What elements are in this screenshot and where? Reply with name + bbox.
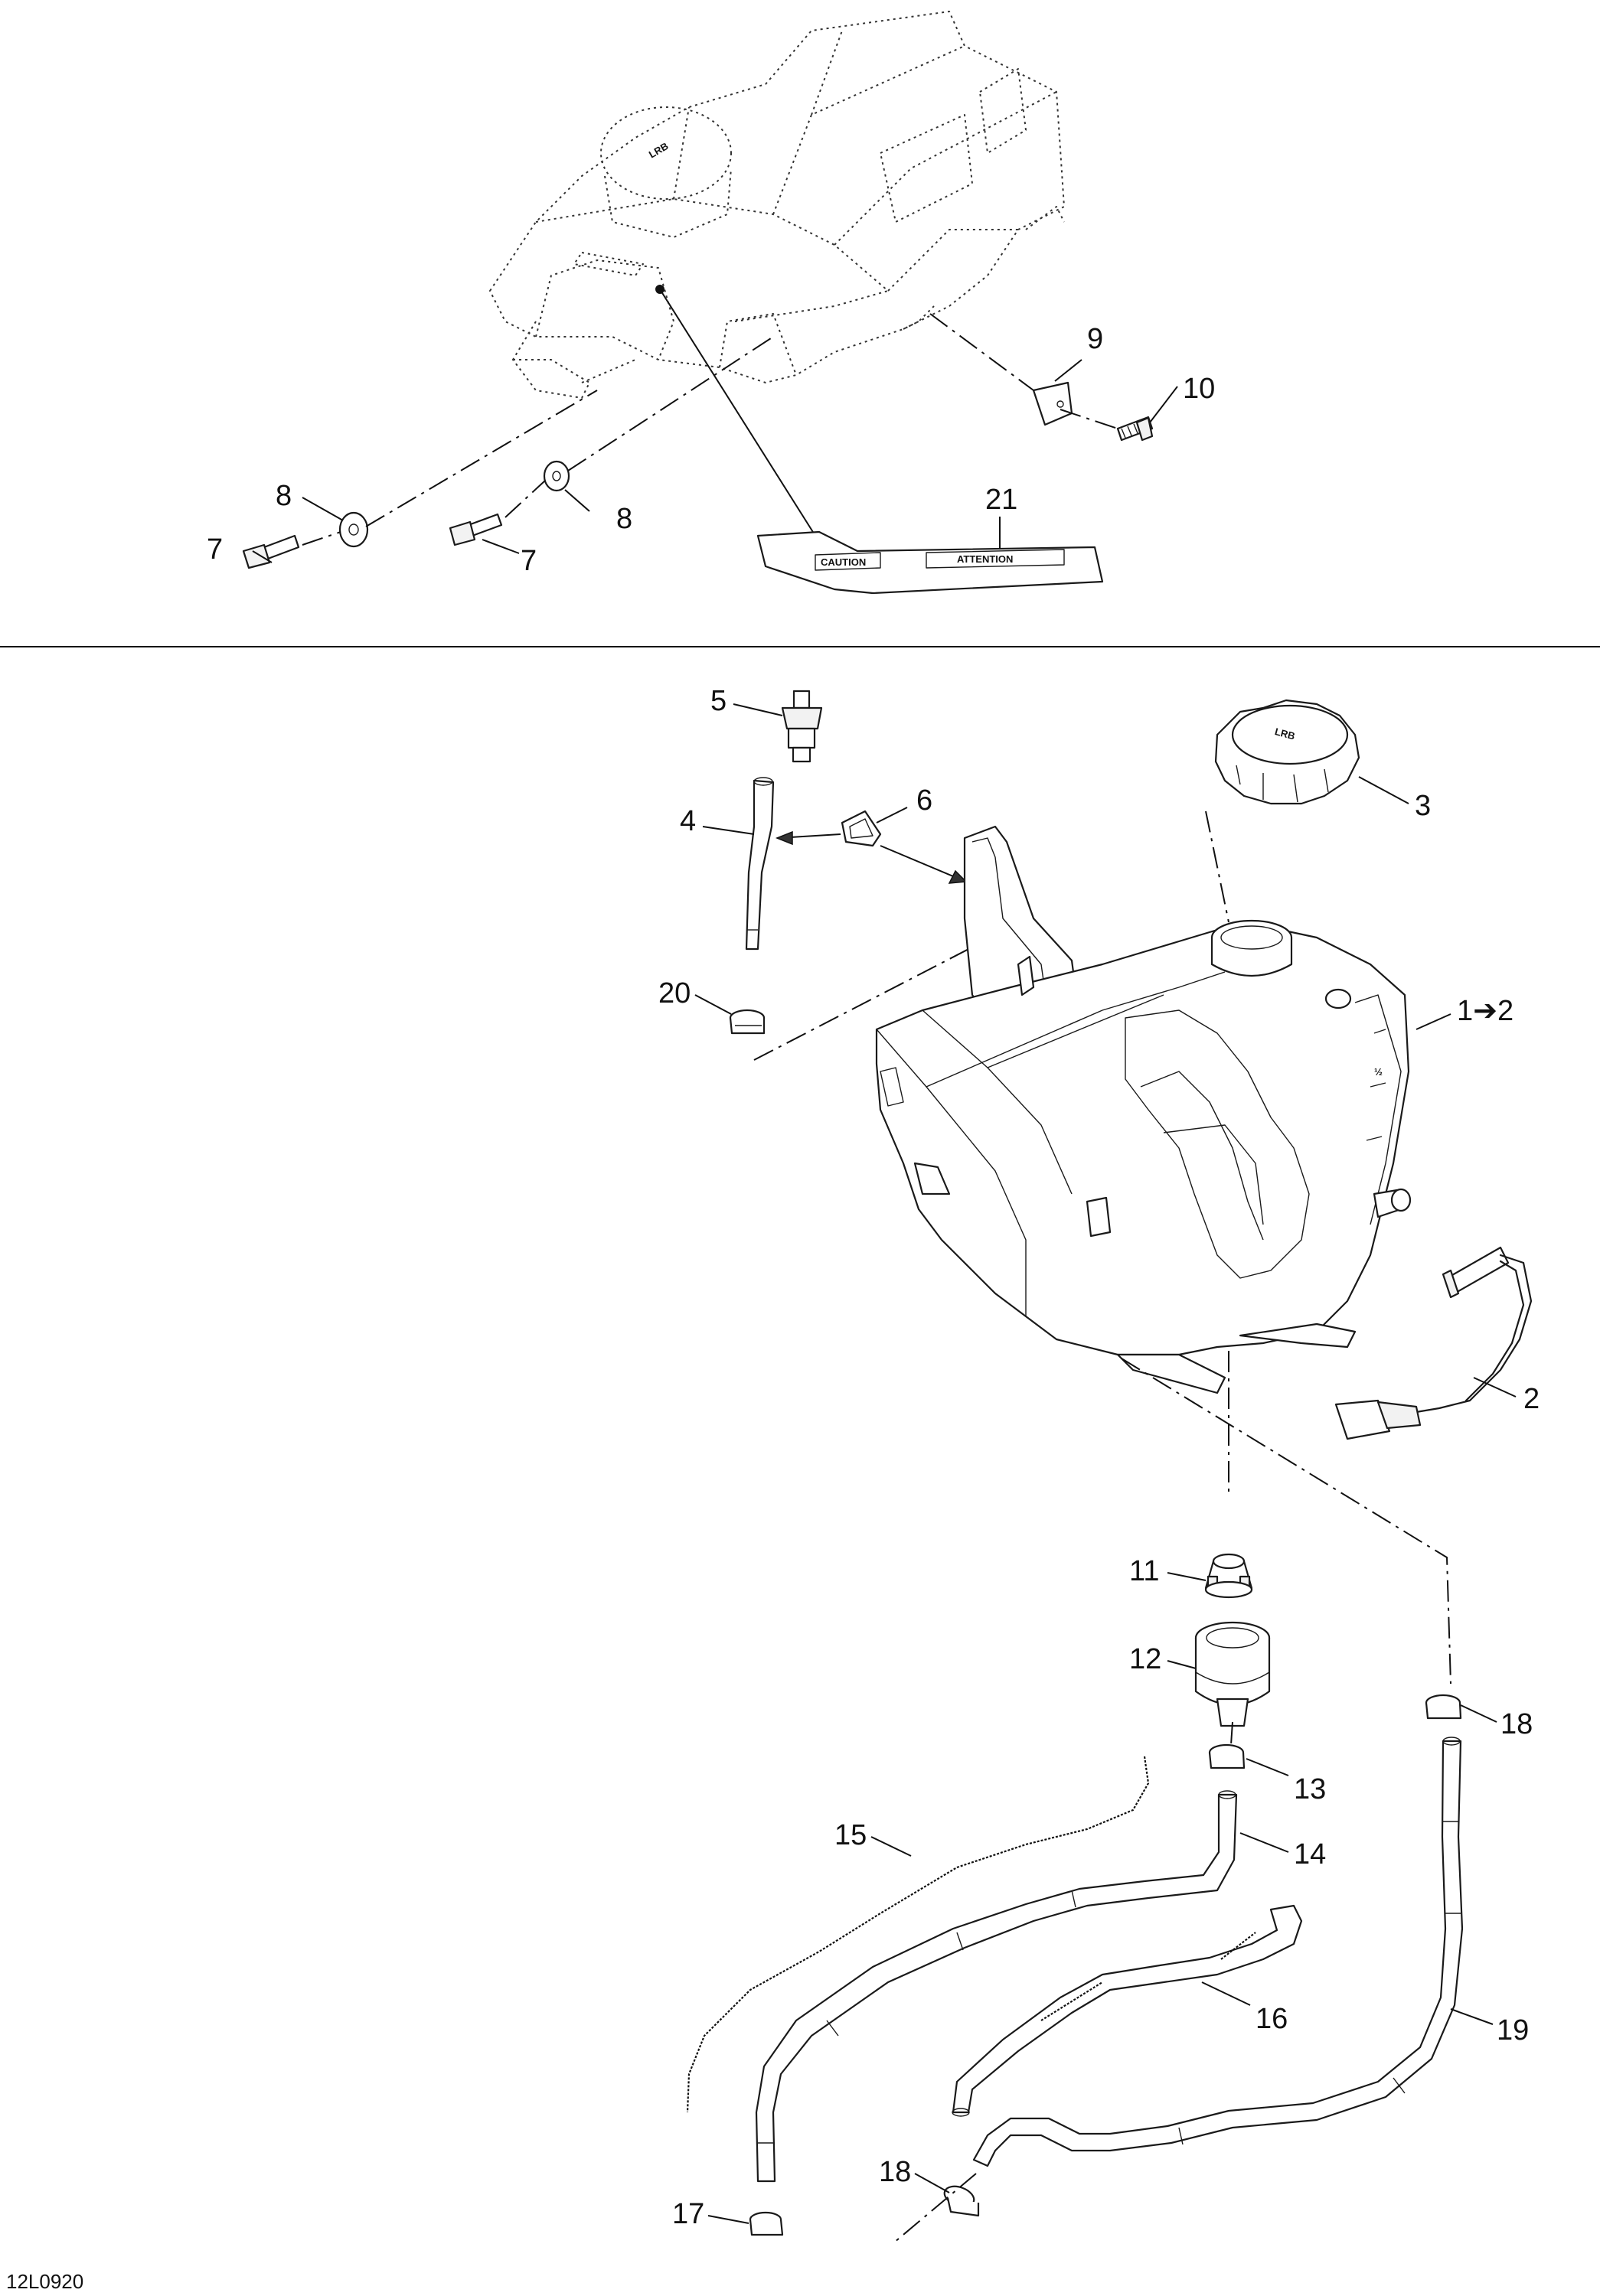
part-5-valve <box>781 690 823 763</box>
part-7-bolt-right <box>449 513 503 546</box>
part-17-clamp <box>749 2211 784 2236</box>
callout-3: 3 <box>1415 790 1431 822</box>
callout-18-upper: 18 <box>1500 1708 1533 1740</box>
callout-labels: 7 8 7 8 9 10 21 5 4 6 3 20 1➔2 2 11 12 1… <box>207 323 1540 2230</box>
part-8-washer-right <box>543 460 570 492</box>
callout-18-lower: 18 <box>879 2156 911 2188</box>
callout-12: 12 <box>1129 1643 1161 1675</box>
part-18-clamp-upper <box>1425 1694 1462 1720</box>
callout-9: 9 <box>1087 323 1103 355</box>
callout-11: 11 <box>1129 1555 1159 1587</box>
callout-6: 6 <box>916 784 932 817</box>
part-20-clamp <box>729 1009 766 1035</box>
part-3-cap: LRB <box>1214 699 1360 805</box>
svg-text:LRB: LRB <box>647 140 671 160</box>
callout-13: 13 <box>1294 1773 1326 1805</box>
callout-8-right: 8 <box>616 503 632 535</box>
part-7-bolt-left <box>242 534 300 569</box>
part-18-clamp-lower <box>943 2185 980 2217</box>
part-6-grommet <box>841 810 882 847</box>
callout-14: 14 <box>1294 1838 1326 1870</box>
callout-19: 19 <box>1497 2014 1529 2047</box>
part-16-hose <box>952 1904 1303 2117</box>
part-9-plate <box>1032 381 1073 426</box>
part-4-hose <box>745 777 775 951</box>
callout-7-left: 7 <box>207 533 223 566</box>
part-8-washer-left <box>338 511 369 548</box>
callout-5: 5 <box>710 685 727 717</box>
callout-15: 15 <box>834 1819 867 1851</box>
callout-10: 10 <box>1183 373 1215 405</box>
decal-caution-text: CAUTION <box>821 556 866 568</box>
part-2-sensor-harness <box>1334 1246 1533 1440</box>
callout-21: 21 <box>985 484 1017 516</box>
part-11-fitting <box>1204 1553 1253 1599</box>
svg-text:½: ½ <box>1374 1066 1383 1078</box>
part-13-clamp <box>1208 1743 1246 1769</box>
callout-16: 16 <box>1256 2003 1288 2035</box>
vehicle-body-phantom: LRB <box>489 11 1065 536</box>
svg-text:LRB: LRB <box>1274 726 1297 742</box>
callout-1: 1➔2 <box>1457 995 1513 1027</box>
callout-8-left: 8 <box>276 480 292 512</box>
callout-2: 2 <box>1523 1383 1540 1415</box>
part-14-hose <box>755 1790 1238 2183</box>
part-1-fuel-tank: ½ <box>875 825 1412 1394</box>
part-19-hose <box>972 1737 1464 2167</box>
callout-7-right: 7 <box>521 545 537 577</box>
callout-20: 20 <box>658 977 691 1009</box>
part-15-spring <box>686 1756 1150 2113</box>
part-21-decal: CAUTION ATTENTION <box>756 530 1104 595</box>
callout-17: 17 <box>672 2198 704 2230</box>
decal-attention-text: ATTENTION <box>957 553 1013 565</box>
callout-4: 4 <box>680 805 696 837</box>
part-10-screw <box>1116 416 1154 442</box>
figure-code: 12L0920 <box>6 2270 83 2293</box>
part-12-pump-housing <box>1194 1621 1271 1727</box>
